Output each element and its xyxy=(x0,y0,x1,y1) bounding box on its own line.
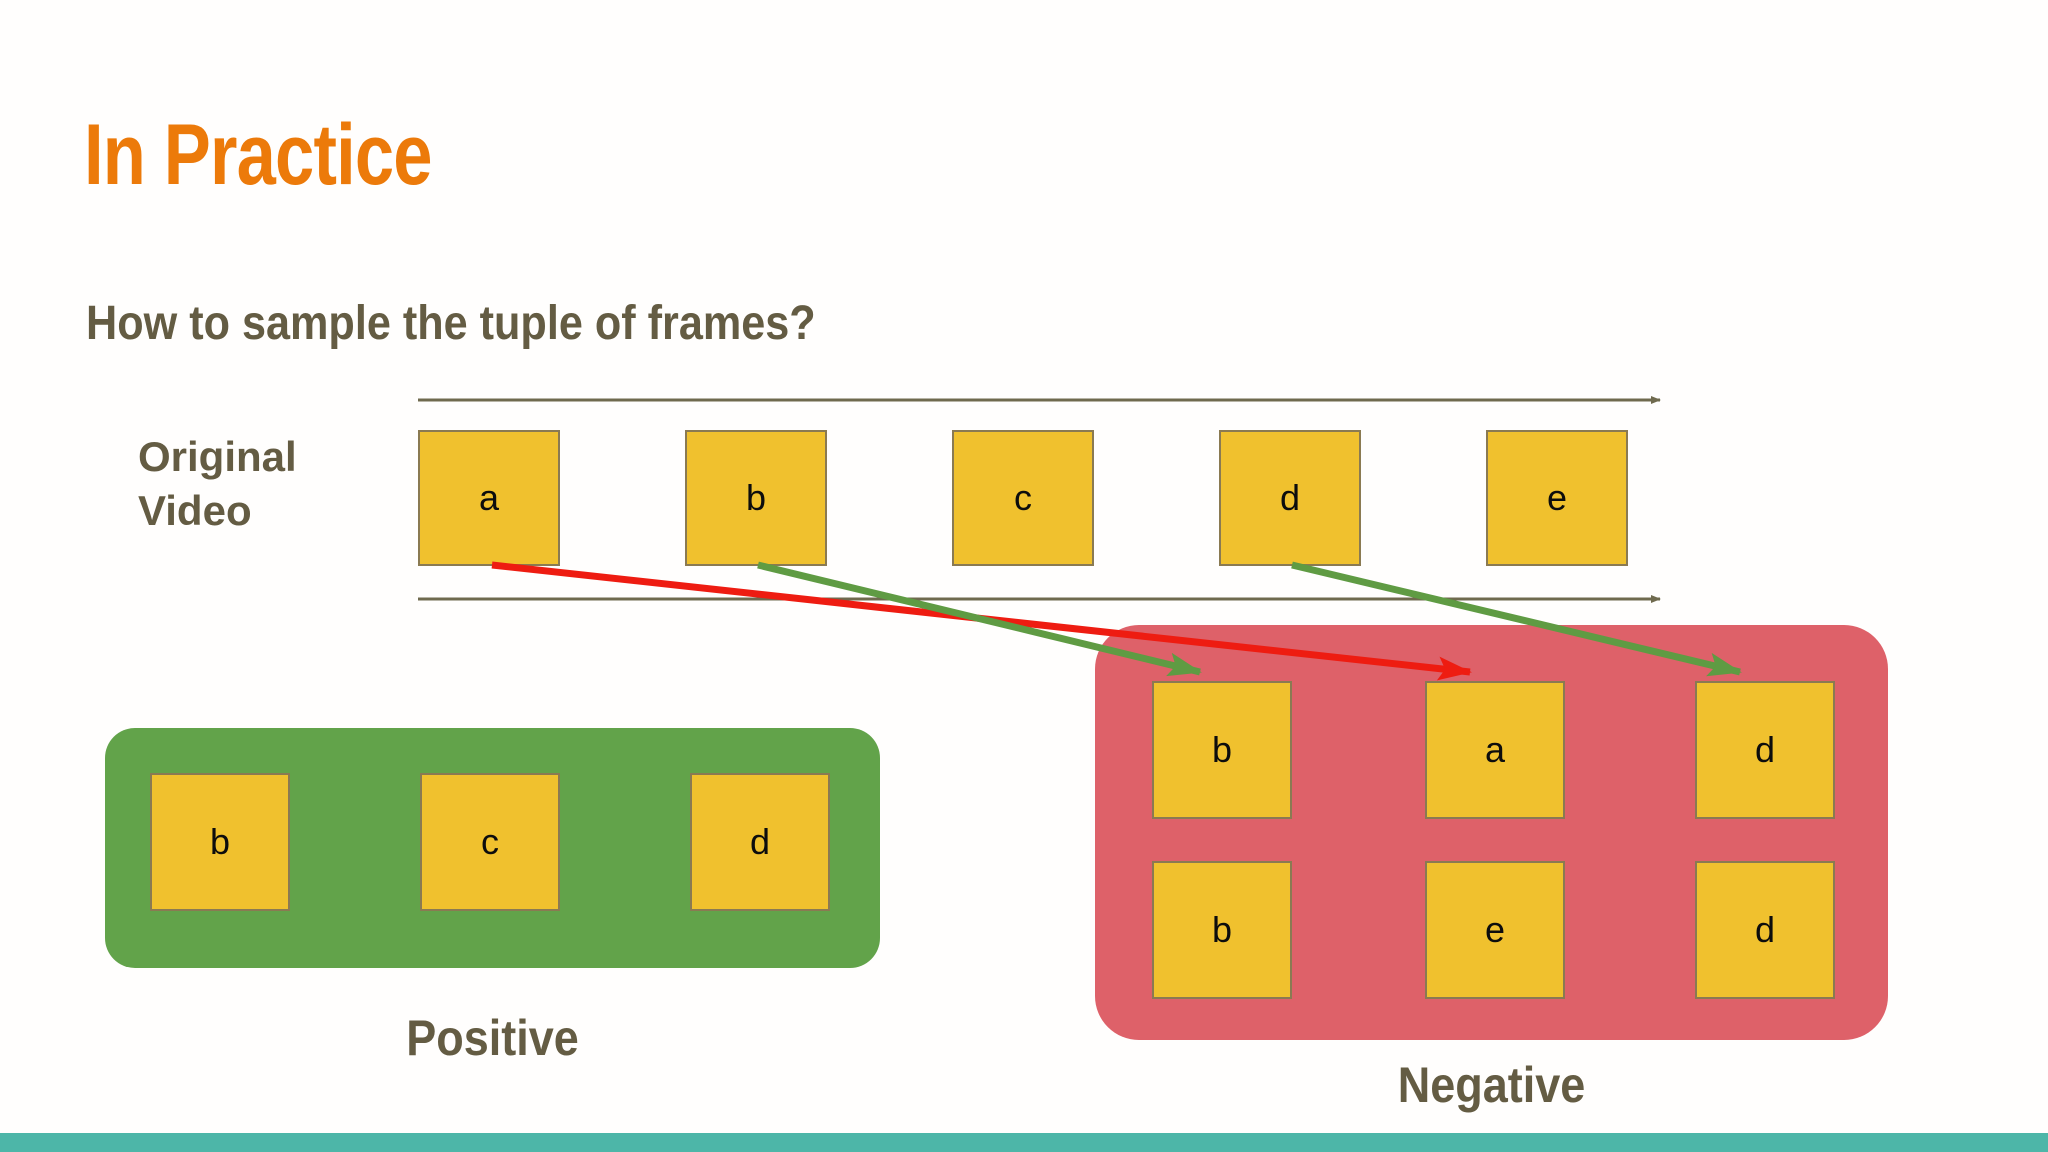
negative-frame-r2c1: b xyxy=(1152,861,1292,999)
timeline-frame-e: e xyxy=(1486,430,1628,566)
frame-letter: d xyxy=(1754,729,1776,770)
negative-group-box: b a d b e d xyxy=(1095,625,1888,1040)
frame-letter: b xyxy=(209,821,231,862)
bottom-accent-bar xyxy=(0,1133,2048,1152)
positive-frame-2: c xyxy=(420,773,560,911)
frame-letter: a xyxy=(478,477,500,518)
negative-frame-r1c2: a xyxy=(1425,681,1565,819)
frame-letter: b xyxy=(1211,729,1233,770)
frame-letter: a xyxy=(1484,729,1506,770)
positive-group-box: b c d xyxy=(105,728,880,968)
negative-label: Negative xyxy=(1397,1057,1586,1113)
frame-letter: d xyxy=(1754,909,1776,950)
frame-letter: b xyxy=(745,477,767,518)
original-video-label-line2: Video xyxy=(138,486,252,534)
positive-frame-1: b xyxy=(150,773,290,911)
positive-label: Positive xyxy=(406,1010,579,1066)
negative-frame-r1c3: d xyxy=(1695,681,1835,819)
page-title: In Practice xyxy=(84,107,432,203)
frame-letter: e xyxy=(1484,909,1506,950)
frame-letter: d xyxy=(749,821,771,862)
negative-frame-r1c1: b xyxy=(1152,681,1292,819)
positive-frame-3: d xyxy=(690,773,830,911)
timeline-frame-b: b xyxy=(685,430,827,566)
timeline-frame-d: d xyxy=(1219,430,1361,566)
negative-frame-r2c3: d xyxy=(1695,861,1835,999)
negative-frame-r2c2: e xyxy=(1425,861,1565,999)
timeline-frame-c: c xyxy=(952,430,1094,566)
original-video-label: Original Video xyxy=(138,430,368,538)
slide-subtitle: How to sample the tuple of frames? xyxy=(86,297,816,350)
frame-letter: d xyxy=(1279,477,1301,518)
original-video-label-line1: Original xyxy=(138,433,297,480)
frame-letter: c xyxy=(481,821,499,862)
frame-letter: c xyxy=(1014,477,1032,518)
timeline-frame-a: a xyxy=(418,430,560,566)
frame-letter: b xyxy=(1211,909,1233,950)
frame-letter: e xyxy=(1546,477,1568,518)
